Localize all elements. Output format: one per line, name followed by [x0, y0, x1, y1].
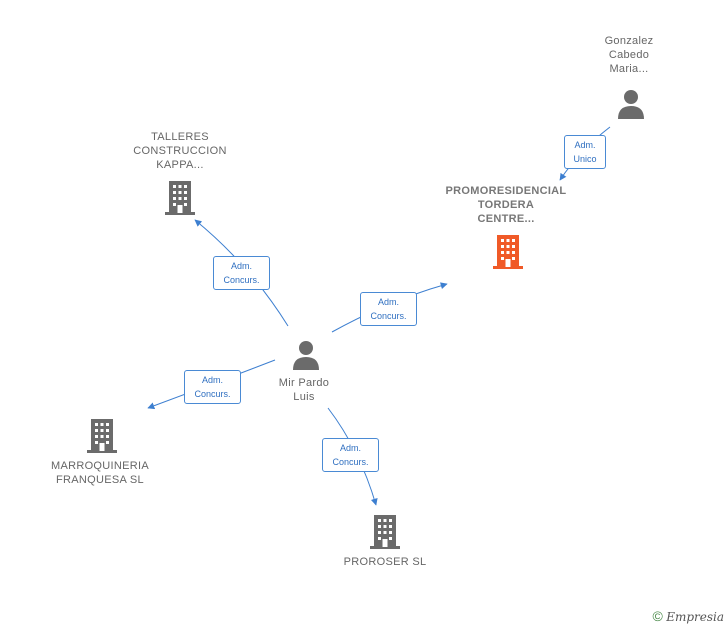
- edge-label-adm-concurs: Adm. Concurs.: [322, 438, 379, 472]
- node-label-promoresidencial[interactable]: PROMORESIDENCIAL TORDERA CENTRE...: [445, 185, 567, 225]
- node-label-marroquineria[interactable]: MARROQUINERIA FRANQUESA SL: [50, 460, 150, 486]
- building-icon[interactable]: [165, 181, 195, 215]
- building-icon[interactable]: [87, 419, 117, 453]
- node-label-proroser[interactable]: PROROSER SL: [343, 556, 427, 568]
- edge-label-adm-unico: Adm. Unico: [564, 135, 606, 169]
- copyright-icon: ©: [652, 608, 663, 624]
- node-label-mir-pardo[interactable]: Mir Pardo Luis: [278, 377, 330, 403]
- edge-label-adm-concurs: Adm. Concurs.: [213, 256, 270, 290]
- edge-label-adm-concurs: Adm. Concurs.: [184, 370, 241, 404]
- person-icon[interactable]: [292, 340, 320, 370]
- brand-logo: Empresia: [666, 610, 724, 624]
- edge-label-adm-concurs: Adm. Concurs.: [360, 292, 417, 326]
- building-icon[interactable]: [370, 515, 400, 549]
- node-label-gonzalez[interactable]: Gonzalez Cabedo Maria...: [604, 35, 654, 75]
- building-icon[interactable]: [493, 235, 523, 269]
- person-icon[interactable]: [617, 89, 645, 119]
- watermark: © Empresia: [653, 608, 724, 624]
- node-label-talleres[interactable]: TALLERES CONSTRUCCION KAPPA...: [133, 131, 227, 171]
